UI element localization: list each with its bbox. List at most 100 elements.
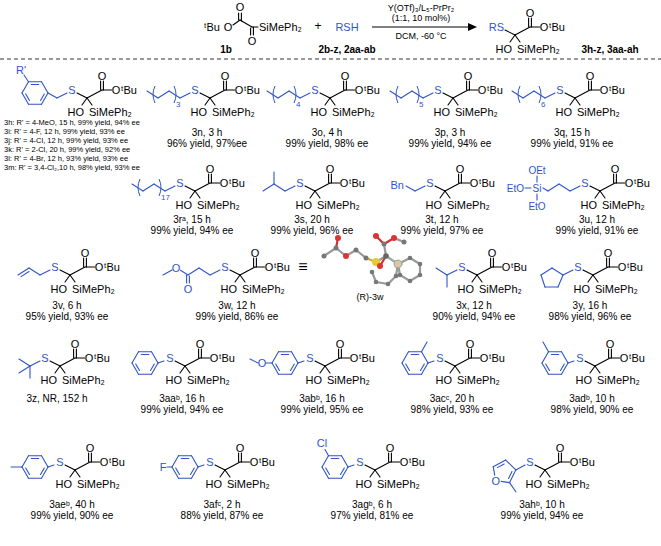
bond bbox=[158, 361, 164, 363]
atom-label: ᵗBu bbox=[349, 177, 365, 189]
compound-caption: 99% yield, 94% ee bbox=[501, 510, 584, 521]
atom-label: O bbox=[265, 261, 274, 273]
bond bbox=[41, 468, 45, 475]
atom-label: O bbox=[386, 442, 395, 454]
bond bbox=[210, 182, 220, 183]
bracket bbox=[153, 86, 155, 103]
table-row: 3h: R' = 4-MeO, 15 h, 99% yield, 94% ee bbox=[4, 119, 140, 127]
bond bbox=[211, 174, 212, 183]
bond bbox=[210, 270, 220, 275]
bond bbox=[195, 191, 200, 198]
bracket bbox=[174, 86, 176, 103]
bond bbox=[541, 268, 552, 275]
bond bbox=[65, 465, 75, 470]
bond bbox=[330, 182, 340, 183]
bond bbox=[492, 266, 502, 267]
atom-label: HO bbox=[51, 283, 68, 295]
bond bbox=[422, 342, 428, 352]
compound-caption: 3afᶜ, 2 h bbox=[204, 499, 241, 510]
atom-label: O bbox=[250, 456, 259, 468]
atom-label: SiMePh₂ bbox=[72, 283, 115, 295]
atom-label: S bbox=[436, 352, 443, 364]
bond bbox=[516, 465, 525, 470]
atom-label: S bbox=[41, 352, 48, 364]
bond bbox=[208, 174, 209, 183]
bond bbox=[186, 275, 187, 283]
atom-label: O bbox=[196, 338, 205, 350]
bond bbox=[136, 364, 140, 371]
atom-label: O bbox=[464, 70, 473, 82]
bond bbox=[233, 20, 240, 25]
atom-label: S bbox=[68, 84, 75, 96]
compound-caption: 3acᶜ, 20 h bbox=[430, 393, 475, 404]
compound-caption: 3q, 15 h bbox=[554, 127, 590, 138]
bond bbox=[29, 455, 42, 456]
atom-label: SiMePh₂ bbox=[317, 199, 360, 211]
atom-label: EtO bbox=[528, 201, 545, 212]
bond bbox=[24, 75, 29, 82]
bond bbox=[289, 91, 300, 98]
atom-label: ᵗBu bbox=[244, 84, 260, 96]
compound-caption: 3agᵇ, 6 h bbox=[352, 499, 392, 510]
bond bbox=[172, 456, 179, 467]
bond bbox=[510, 483, 516, 492]
bond bbox=[195, 183, 210, 191]
compound-caption: 3v, 6 h bbox=[52, 300, 81, 311]
bond bbox=[406, 186, 415, 191]
atom-label: SiMePh₂ bbox=[479, 283, 522, 295]
atom-label: S bbox=[311, 84, 318, 96]
bond bbox=[152, 352, 159, 363]
bond bbox=[325, 366, 330, 373]
bond bbox=[422, 363, 429, 374]
bond bbox=[331, 174, 332, 183]
atom-label: SiMePh₂ bbox=[327, 374, 370, 386]
bond bbox=[595, 358, 610, 366]
bond bbox=[198, 349, 199, 358]
atom bbox=[386, 282, 391, 287]
bond bbox=[616, 174, 617, 183]
atom bbox=[402, 240, 407, 245]
conditions: DCM, -60 °C bbox=[395, 32, 446, 42]
bond bbox=[453, 90, 468, 98]
bond bbox=[528, 18, 529, 27]
bond bbox=[188, 268, 199, 275]
bond bbox=[141, 354, 149, 355]
atom-label: S bbox=[176, 177, 183, 189]
atom-label: O bbox=[220, 177, 229, 189]
bond bbox=[163, 270, 172, 275]
atom-label: S bbox=[434, 84, 441, 96]
atom-label: O bbox=[480, 352, 489, 364]
atom-label: O bbox=[236, 1, 245, 13]
atom-label: Bn bbox=[391, 179, 404, 191]
bond bbox=[422, 352, 429, 363]
bond bbox=[326, 468, 330, 475]
atom-label: Cl bbox=[317, 437, 327, 449]
bond bbox=[200, 357, 210, 358]
bond bbox=[558, 275, 563, 287]
bond bbox=[443, 93, 453, 98]
atom-label: ᵗBu bbox=[409, 456, 425, 468]
bond bbox=[167, 466, 172, 467]
bond bbox=[455, 358, 470, 366]
bond bbox=[411, 354, 419, 355]
atom-label: SiMePh₂ bbox=[597, 374, 640, 386]
bond bbox=[198, 465, 204, 467]
bond bbox=[525, 187, 531, 188]
bond bbox=[501, 481, 509, 482]
compound-number: 2b-z, 2aa-ab bbox=[318, 44, 375, 55]
table-row: 3l: R' = 4-Br, 12 h, 93% yield, 93% ee bbox=[4, 155, 128, 163]
atom-label: SiMePh₂ bbox=[447, 199, 490, 211]
compound-caption: 3aeᵇ, 40 h bbox=[49, 499, 94, 510]
bond bbox=[329, 455, 342, 456]
bond bbox=[250, 359, 258, 363]
atom-label: ᵗBu bbox=[121, 84, 137, 96]
reaction-arrow bbox=[372, 26, 469, 27]
atom-label: ᵗBu bbox=[579, 456, 595, 468]
bond bbox=[181, 270, 189, 275]
atom-label: O bbox=[350, 352, 359, 364]
bond bbox=[279, 351, 292, 352]
bond bbox=[342, 456, 349, 467]
bond bbox=[445, 191, 450, 198]
bond bbox=[18, 268, 29, 275]
bond bbox=[139, 374, 152, 375]
